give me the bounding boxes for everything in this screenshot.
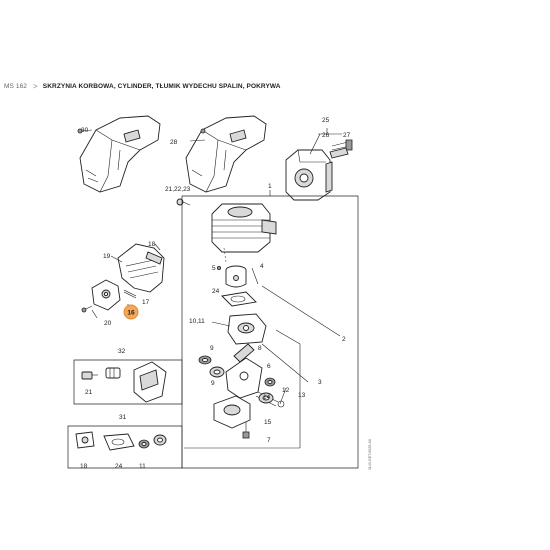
muffler-bolt-set[interactable] <box>329 139 353 159</box>
breadcrumb: MS 162 > SKRZYNIA KORBOWA, CYLINDER, TŁU… <box>4 79 281 93</box>
label-32: 32 <box>118 348 126 355</box>
label-28: 28 <box>170 139 178 146</box>
label-4: 4 <box>260 263 264 270</box>
label-9b: 9 <box>211 380 215 387</box>
oil-seal-left[interactable] <box>198 355 212 365</box>
label-19: 19 <box>103 253 111 260</box>
muffler[interactable] <box>285 149 333 201</box>
breadcrumb-model-link[interactable]: MS 162 <box>4 82 28 90</box>
label-13: 13 <box>298 392 306 399</box>
shroud-cover-right[interactable] <box>185 115 267 193</box>
gasket-24[interactable] <box>103 433 135 451</box>
seal-extra[interactable] <box>153 434 167 446</box>
shroud-cover-left[interactable] <box>79 115 161 193</box>
label-16: 16 <box>127 310 135 317</box>
label-3: 3 <box>318 379 322 386</box>
cylinder-gasket[interactable] <box>221 291 257 307</box>
label-18b: 18 <box>80 463 88 470</box>
crankcase-half[interactable] <box>227 313 267 345</box>
bearing-left[interactable] <box>209 366 225 378</box>
bracket[interactable] <box>91 279 121 311</box>
label-12: 12 <box>282 387 290 394</box>
oil-seal-right[interactable] <box>264 377 276 387</box>
label-18: 18 <box>148 241 156 248</box>
label-26: 26 <box>322 132 330 139</box>
crankcase-bottom[interactable] <box>213 395 251 429</box>
label-8: 8 <box>258 345 262 352</box>
document-number: 1143-GET-0025-A0 <box>368 439 372 470</box>
shield-plate[interactable] <box>117 243 165 293</box>
label-6: 6 <box>267 363 271 370</box>
piston-pin-clip[interactable] <box>216 265 221 270</box>
label-11: 11 <box>139 463 146 470</box>
screw-20[interactable] <box>81 305 93 313</box>
bearing-right[interactable] <box>258 392 274 404</box>
screw-21-22-23[interactable] <box>176 198 191 206</box>
plate-18[interactable] <box>75 431 95 449</box>
label-17: 17 <box>142 299 150 306</box>
label-14: 14 <box>263 394 271 401</box>
label-1: 1 <box>268 183 272 190</box>
label-24b: 24 <box>115 463 123 470</box>
intake-flange[interactable] <box>133 361 167 403</box>
label-7: 7 <box>267 437 271 444</box>
label-25: 25 <box>322 117 330 124</box>
label-15: 15 <box>264 419 272 426</box>
label-2: 2 <box>342 336 346 343</box>
label-9a: 9 <box>210 345 214 352</box>
label-30: 30 <box>81 127 89 134</box>
label-27: 27 <box>343 132 351 139</box>
label-5: 5 <box>212 265 216 272</box>
label-21: 21 <box>85 389 93 396</box>
highlighted-part-16[interactable]: 16 <box>123 304 139 320</box>
crankshaft[interactable] <box>225 343 279 407</box>
label-31: 31 <box>119 414 127 421</box>
cylinder[interactable] <box>211 203 277 253</box>
breadcrumb-separator: > <box>33 81 38 91</box>
piston[interactable] <box>225 265 247 288</box>
kit-31-frame <box>67 425 183 469</box>
screw-15[interactable] <box>242 422 250 439</box>
piston-pin[interactable] <box>251 267 259 285</box>
label-10-11: 10,11 <box>189 318 205 325</box>
label-20: 20 <box>104 320 112 327</box>
intake-hose[interactable] <box>105 367 121 379</box>
seal-11[interactable] <box>138 439 150 449</box>
page-title: SKRZYNIA KORBOWA, CYLINDER, TŁUMIK WYDEC… <box>42 82 281 90</box>
screw-21[interactable] <box>81 371 98 380</box>
label-21-22-23: 21,22,23 <box>165 186 191 193</box>
spring-pin[interactable] <box>123 289 137 299</box>
label-24: 24 <box>212 288 220 295</box>
kit-32-frame <box>73 359 183 405</box>
